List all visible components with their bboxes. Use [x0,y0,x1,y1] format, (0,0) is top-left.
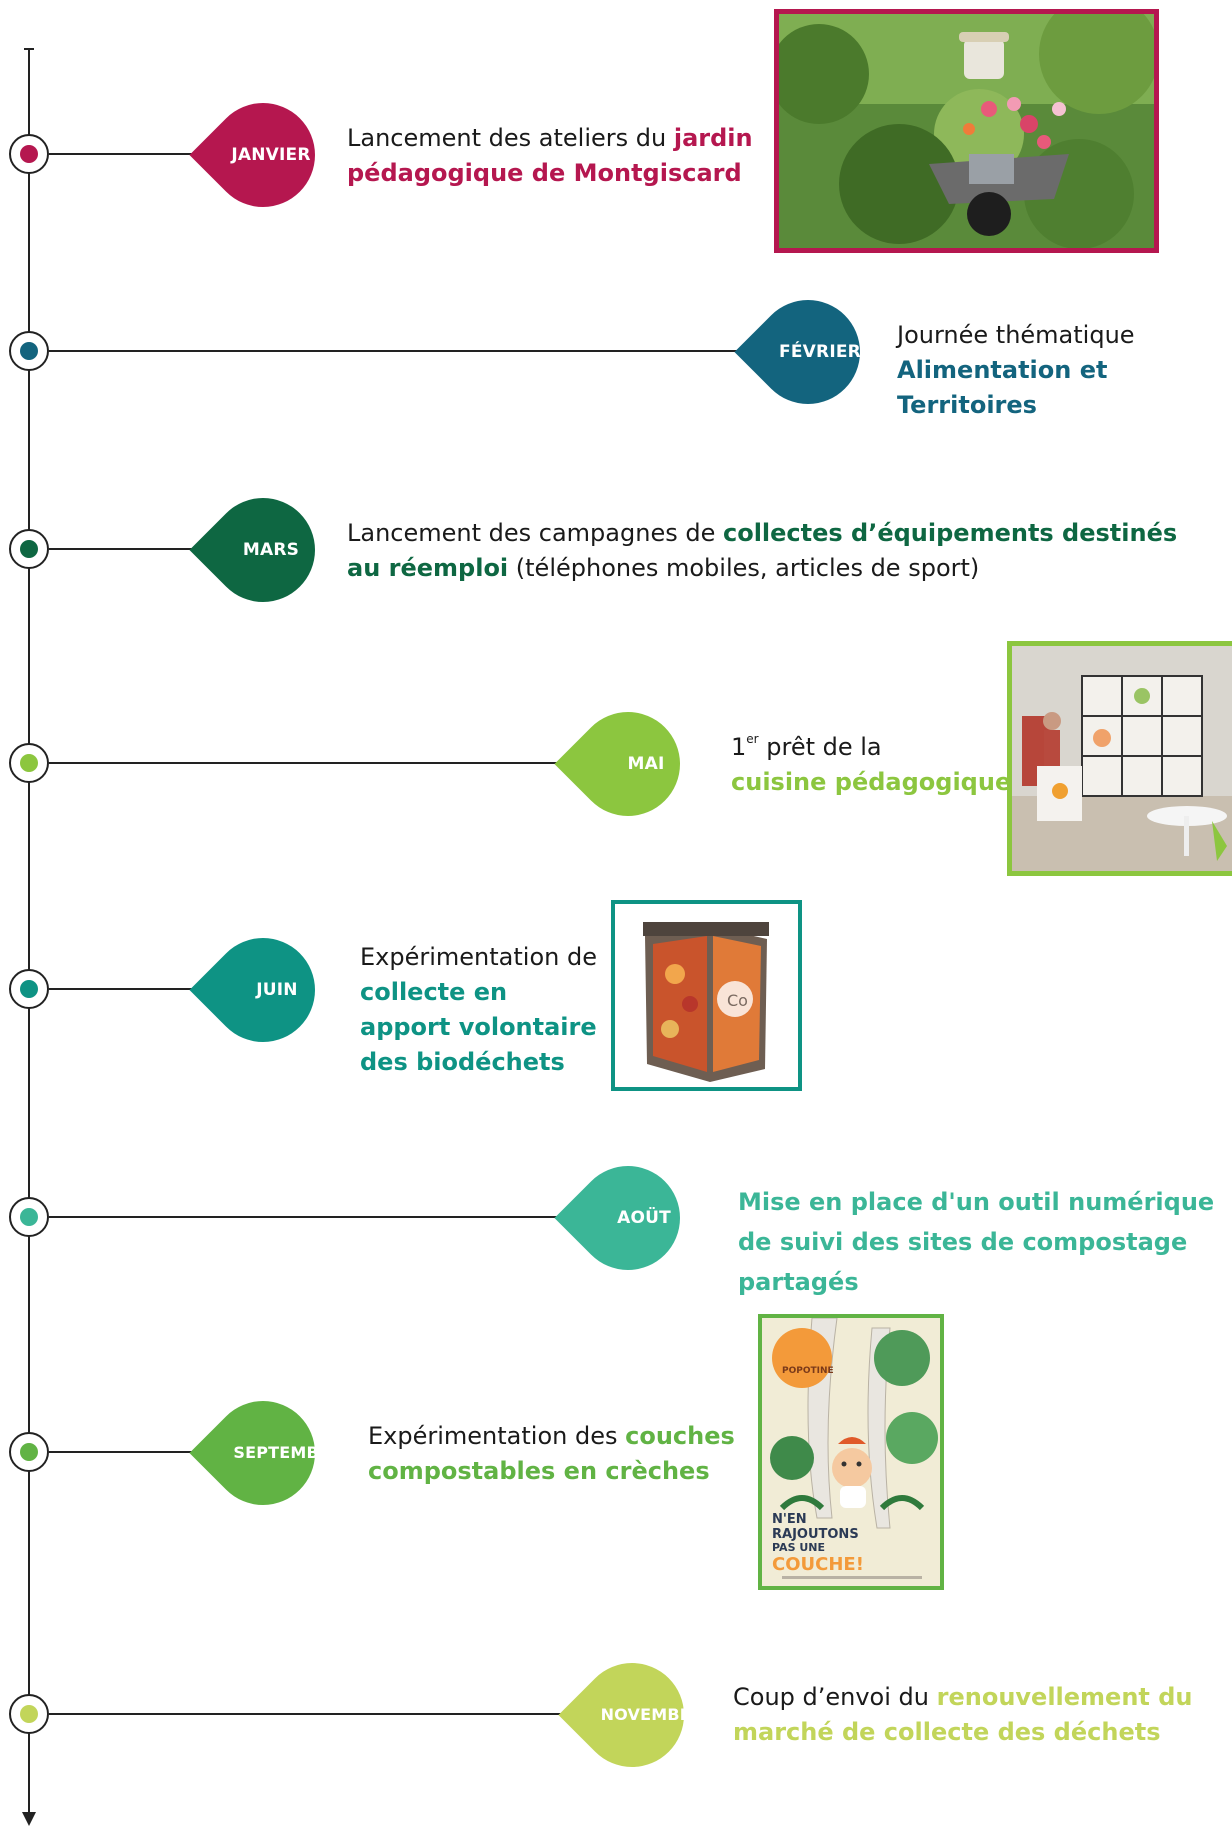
diaper-poster: POPOTINE N'EN RAJOUTONS PAS UNE COUCHE! [758,1314,944,1590]
poster-line-1: N'EN [772,1512,807,1527]
event-text-plain: prêt de la [758,733,882,761]
event-text: Lancement des campagnes de collectes d’é… [347,516,1187,586]
event-text-plain: Coup d’envoi du [733,1683,937,1711]
timeline-node [9,134,49,174]
connector-line [49,153,219,155]
event-text-after: (téléphones mobiles, articles de sport) [508,554,980,582]
node-dot [20,1208,38,1226]
timeline-axis [28,48,30,1813]
month-label: NOVEMBRE [600,1705,704,1724]
event-text-plain: Journée thématique [897,321,1135,349]
timeline-start-cap [24,48,34,50]
connector-line [49,350,749,352]
timeline-node [9,331,49,371]
timeline-node [9,743,49,783]
month-label: AOÜT [617,1208,671,1228]
month-label: JUIN [256,980,298,1000]
timeline-node [9,529,49,569]
node-dot [20,1443,38,1461]
poster-line-4: COUCHE! [772,1554,864,1575]
event-text-bold: renouvellement du marché de collecte des… [733,1683,1193,1746]
event-text-plain: Expérimentation de [360,943,597,971]
biowaste-bin-photo: Co [611,900,802,1091]
node-dot [20,754,38,772]
month-label: JANVIER [231,145,311,165]
timeline-node [9,1197,49,1237]
poster-line-3: PAS UNE [772,1541,825,1554]
connector-line [49,1216,569,1218]
event-text: Coup d’envoi du renouvellement du marché… [733,1680,1203,1750]
timeline-node [9,1432,49,1472]
timeline-node [9,1694,49,1734]
connector-line [49,1451,219,1453]
event-text: Expérimentation des couches compostables… [368,1419,748,1489]
event-text-bold: collecte en apport volontaire des biodéc… [360,978,597,1076]
event-text-plain: Lancement des ateliers du [347,124,674,152]
event-text-bold: couches compostables en crèches [368,1422,735,1485]
connector-line [49,762,569,764]
node-dot [20,145,38,163]
event-text: Expérimentation de collecte en apport vo… [360,940,600,1080]
event-text-prefix: 1 [731,733,747,761]
node-dot [20,1705,38,1723]
node-dot [20,540,38,558]
connector-line [49,988,219,990]
connector-line [49,548,219,550]
poster-line-2: RAJOUTONS [772,1527,859,1542]
event-text-bold: jardin pédagogique de Montgiscard [347,124,753,187]
event-text-bold: collectes d’équipements destinés au réem… [347,519,1178,582]
garden-wheelbarrow-photo [774,9,1159,253]
event-text-bold: cuisine pédagogique [731,768,1012,796]
node-dot [20,980,38,998]
connector-line [49,1713,569,1715]
timeline-node [9,969,49,1009]
month-label: MARS [242,540,300,560]
event-text-sup: er [746,732,759,746]
event-text-bold: Mise en place d'un outil numérique de su… [738,1188,1215,1296]
event-text: Lancement des ateliers du jardin pédagog… [347,121,767,191]
timeline-arrow-icon [22,1812,36,1826]
kitchen-stand-photo [1007,641,1232,876]
svg-text:Co: Co [727,991,748,1010]
event-text-plain: Expérimentation des [368,1422,626,1450]
node-dot [20,342,38,360]
event-text-plain: Lancement des campagnes de [347,519,723,547]
event-text: Mise en place d'un outil numérique de su… [738,1182,1232,1302]
event-text-bold: Alimentation et Territoires [897,356,1108,419]
poster-brand-text: POPOTINE [782,1366,834,1376]
month-label: MAI [627,754,665,774]
month-label: FÉVRIER [779,342,861,362]
month-label: SEPTEMBRE [233,1443,343,1462]
event-text: 1er prêt de la cuisine pédagogique [731,730,1021,800]
